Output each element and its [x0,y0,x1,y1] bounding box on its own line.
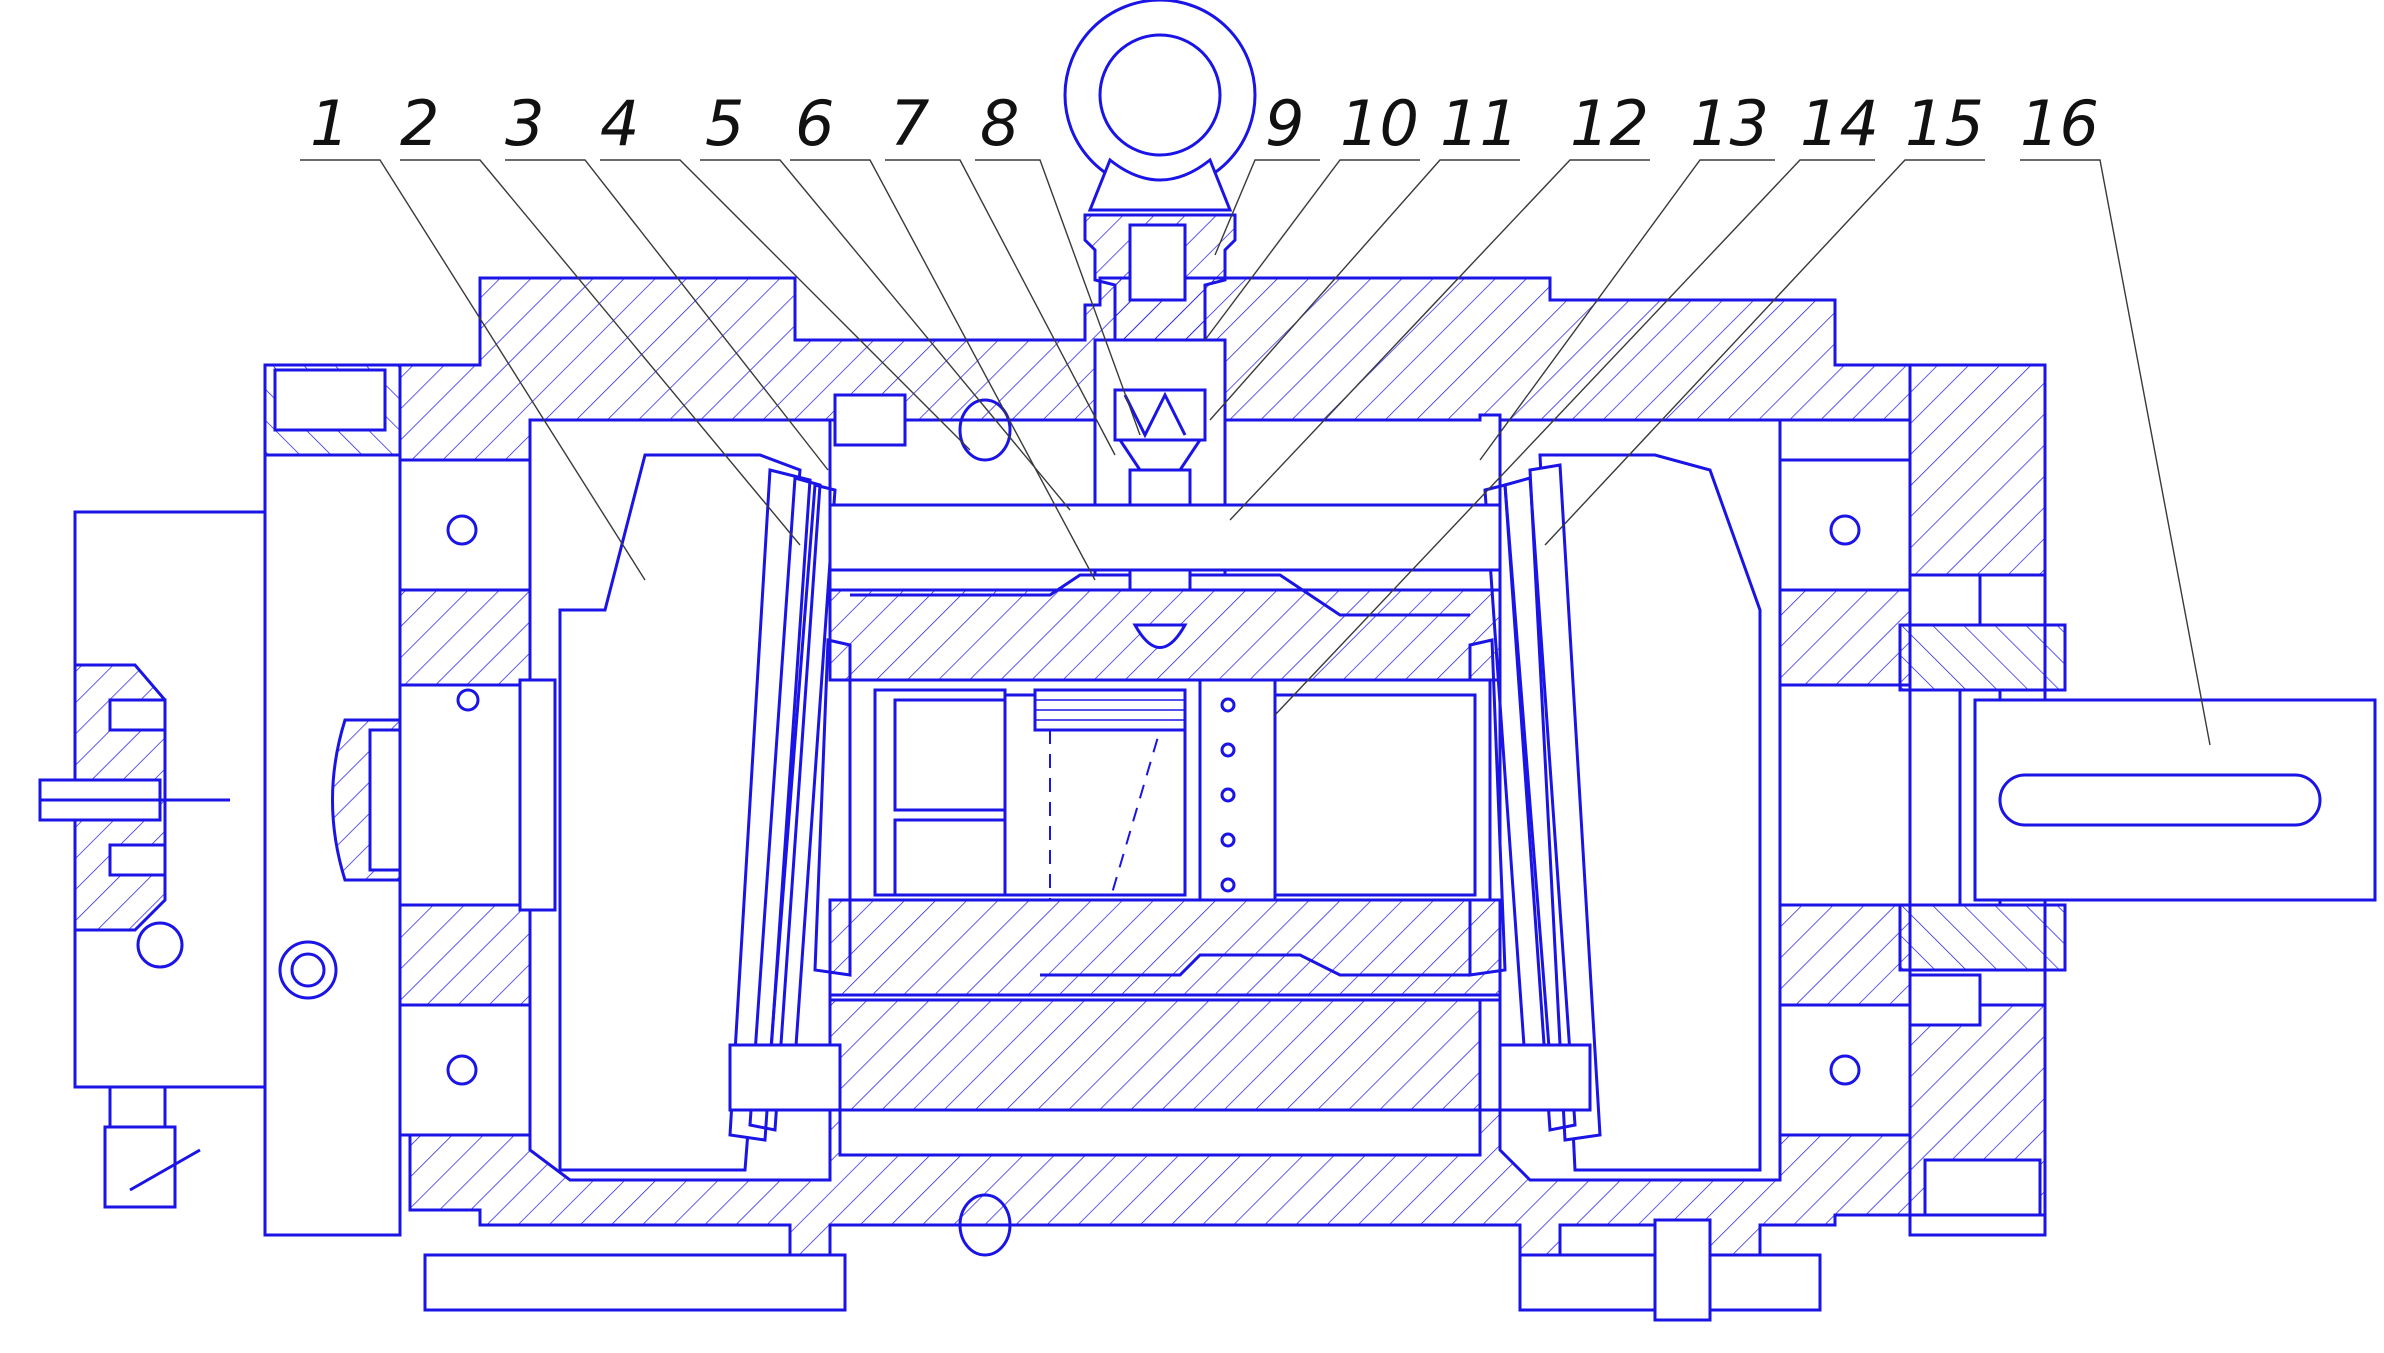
callout-2: 2 [400,87,439,160]
callout-4: 4 [600,87,639,160]
left-end-cover [38,363,467,1237]
callout-labels: 1 2 3 4 5 6 7 8 9 10 11 12 13 14 15 16 [310,87,2099,160]
callout-8: 8 [980,87,1019,160]
callout-3: 3 [505,87,544,160]
callout-12: 12 [1570,87,1649,160]
lifting-eye-and-valve [833,0,1257,1257]
callout-5: 5 [705,87,744,160]
callout-11: 11 [1440,87,1519,160]
callout-13: 13 [1690,87,1769,160]
callout-6: 6 [795,87,834,160]
callout-14: 14 [1800,87,1879,160]
callout-10: 10 [1340,87,1419,160]
left-bearing-block [398,458,557,1137]
right-bearing-block [1778,363,2377,1237]
callout-7: 7 [890,87,929,160]
tie-rods [423,503,1822,1322]
callout-9: 9 [1265,87,1304,160]
leader-lines [300,159,2211,746]
left-swash-disc [558,453,852,1172]
callout-16: 16 [2020,87,2099,160]
callout-1: 1 [310,87,349,160]
callout-15: 15 [1905,87,1984,160]
